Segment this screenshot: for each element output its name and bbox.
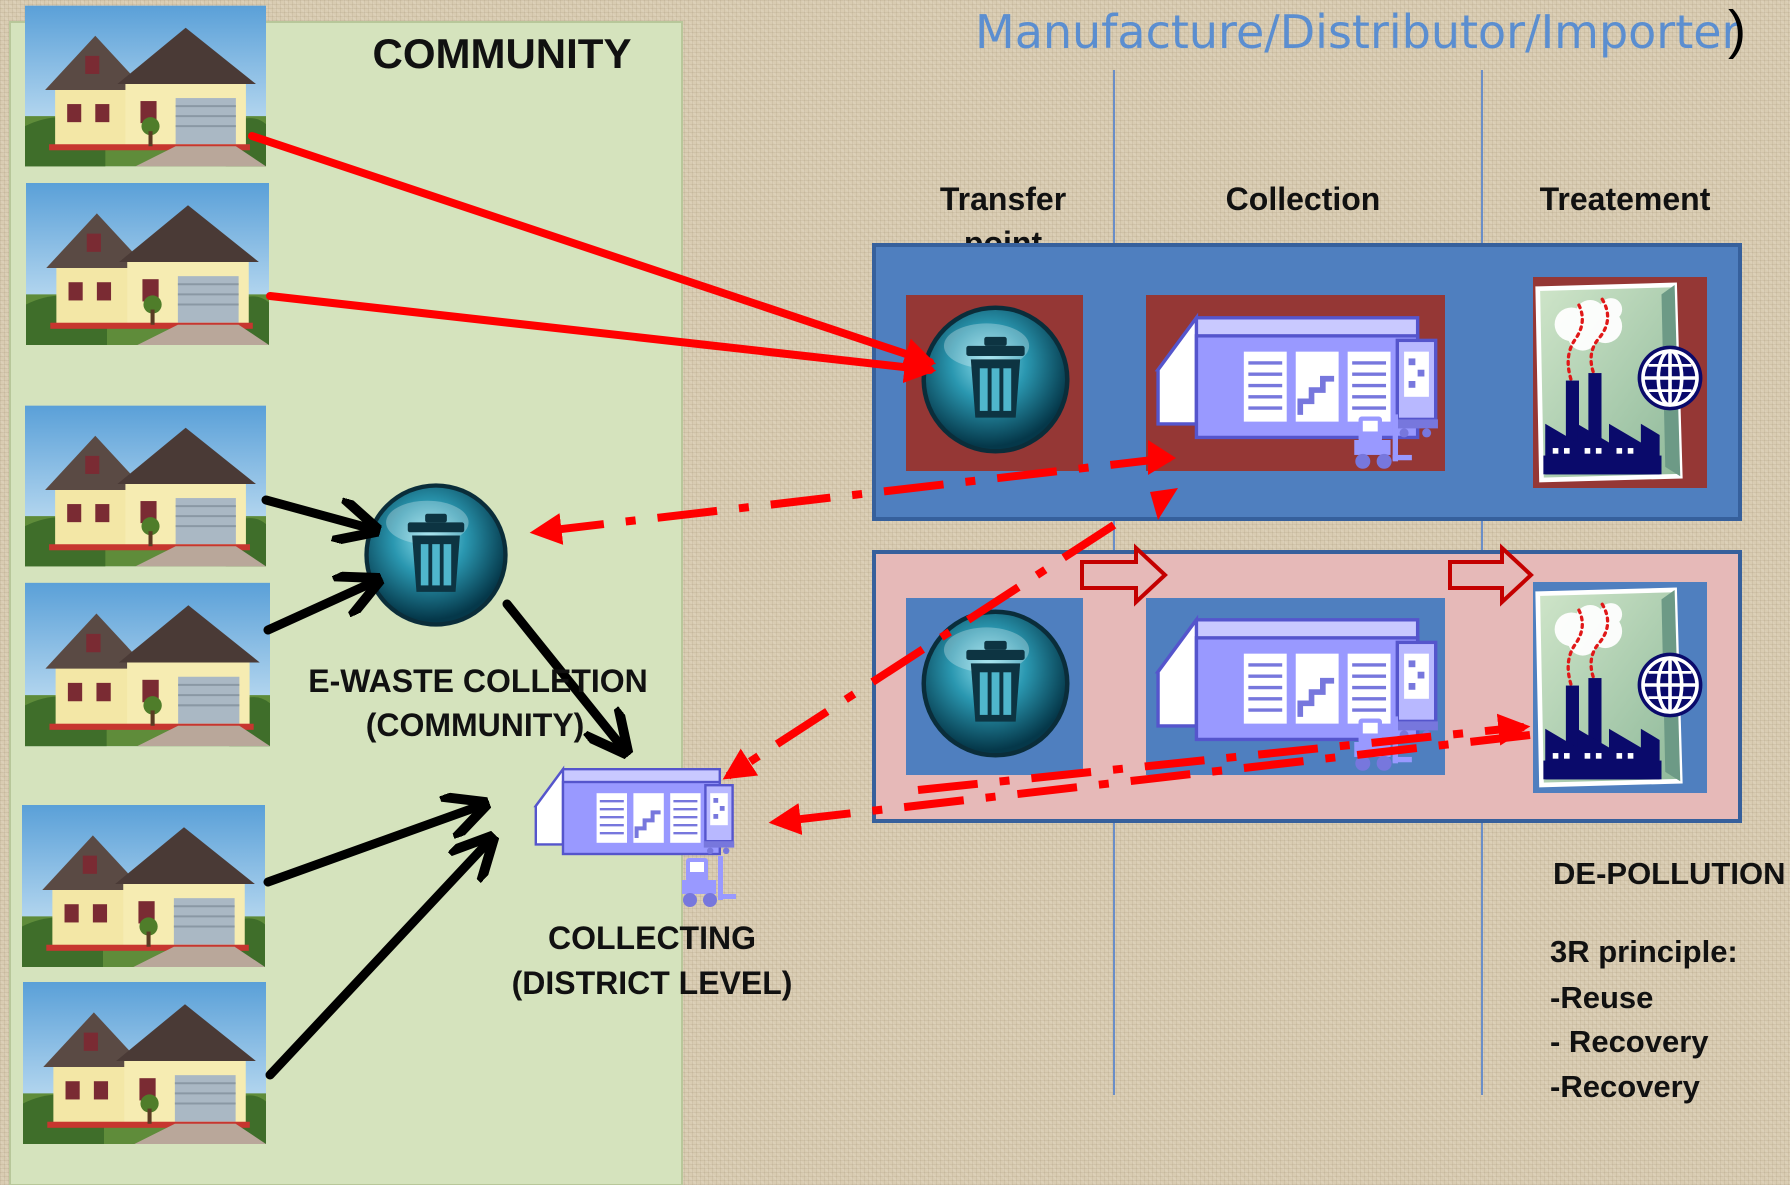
collecting-label: COLLECTING — [548, 920, 756, 956]
column-header-transfer-1: Transfer — [940, 181, 1066, 217]
community-title: COMMUNITY — [373, 30, 632, 77]
forklift-icon — [682, 856, 736, 907]
trash-bin-icon — [364, 483, 508, 627]
house-icon — [25, 582, 270, 747]
globe-icon — [1635, 343, 1705, 413]
house-icon — [22, 982, 267, 1144]
block-arrow-icon — [1448, 543, 1534, 607]
principle-item: -Reuse — [1550, 980, 1653, 1015]
principle-item: - Recovery — [1550, 1024, 1709, 1059]
house-icon — [25, 405, 266, 567]
depollution-title: DE-POLLUTION — [1553, 856, 1786, 891]
principle-item: -Recovery — [1550, 1069, 1701, 1104]
house-icon — [22, 805, 265, 967]
ewaste-collection-label: E-WASTE COLLETION — [308, 663, 648, 699]
house-icon — [25, 183, 270, 345]
direct-return-flows — [248, 132, 937, 384]
return-flows-dashed — [529, 454, 1531, 835]
trash-bin-icon — [921, 305, 1070, 454]
column-header-treatment: Treatement — [1540, 181, 1711, 217]
globe-icon — [1635, 650, 1705, 720]
household-flows — [261, 495, 626, 1080]
column-header-collection: Collection — [1226, 181, 1381, 217]
ewaste-collection-sublabel: (COMMUNITY) — [366, 707, 585, 743]
warehouse-icon — [536, 769, 734, 854]
principle-label: 3R principle: — [1550, 934, 1738, 969]
header-close-paren: ) — [1728, 0, 1746, 60]
collecting-sublabel: (DISTRICT LEVEL) — [512, 965, 793, 1001]
house-icon — [25, 5, 266, 167]
header-title: Manufacture/Distributor/Importer — [975, 5, 1741, 59]
upward-flow-arrows — [1148, 440, 1178, 520]
block-arrow-icon — [1080, 543, 1168, 607]
